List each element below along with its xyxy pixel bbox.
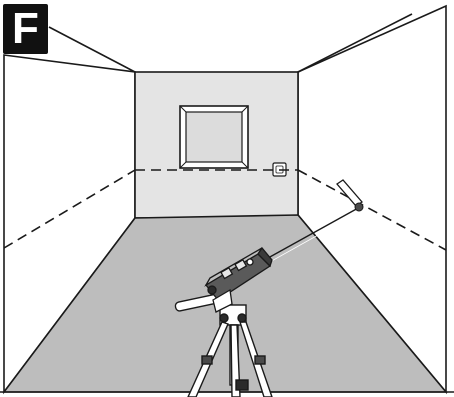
laser-level-device (204, 246, 273, 313)
figure-label: F (12, 4, 39, 53)
ceiling-edge-right (297, 13, 413, 73)
window (179, 105, 249, 169)
ceiling-edge-left (48, 26, 136, 73)
tripod (174, 293, 273, 397)
dashed-laser-line (3, 169, 447, 251)
figure-label-badge: F (3, 4, 48, 54)
laser-pointer-target (336, 179, 364, 212)
